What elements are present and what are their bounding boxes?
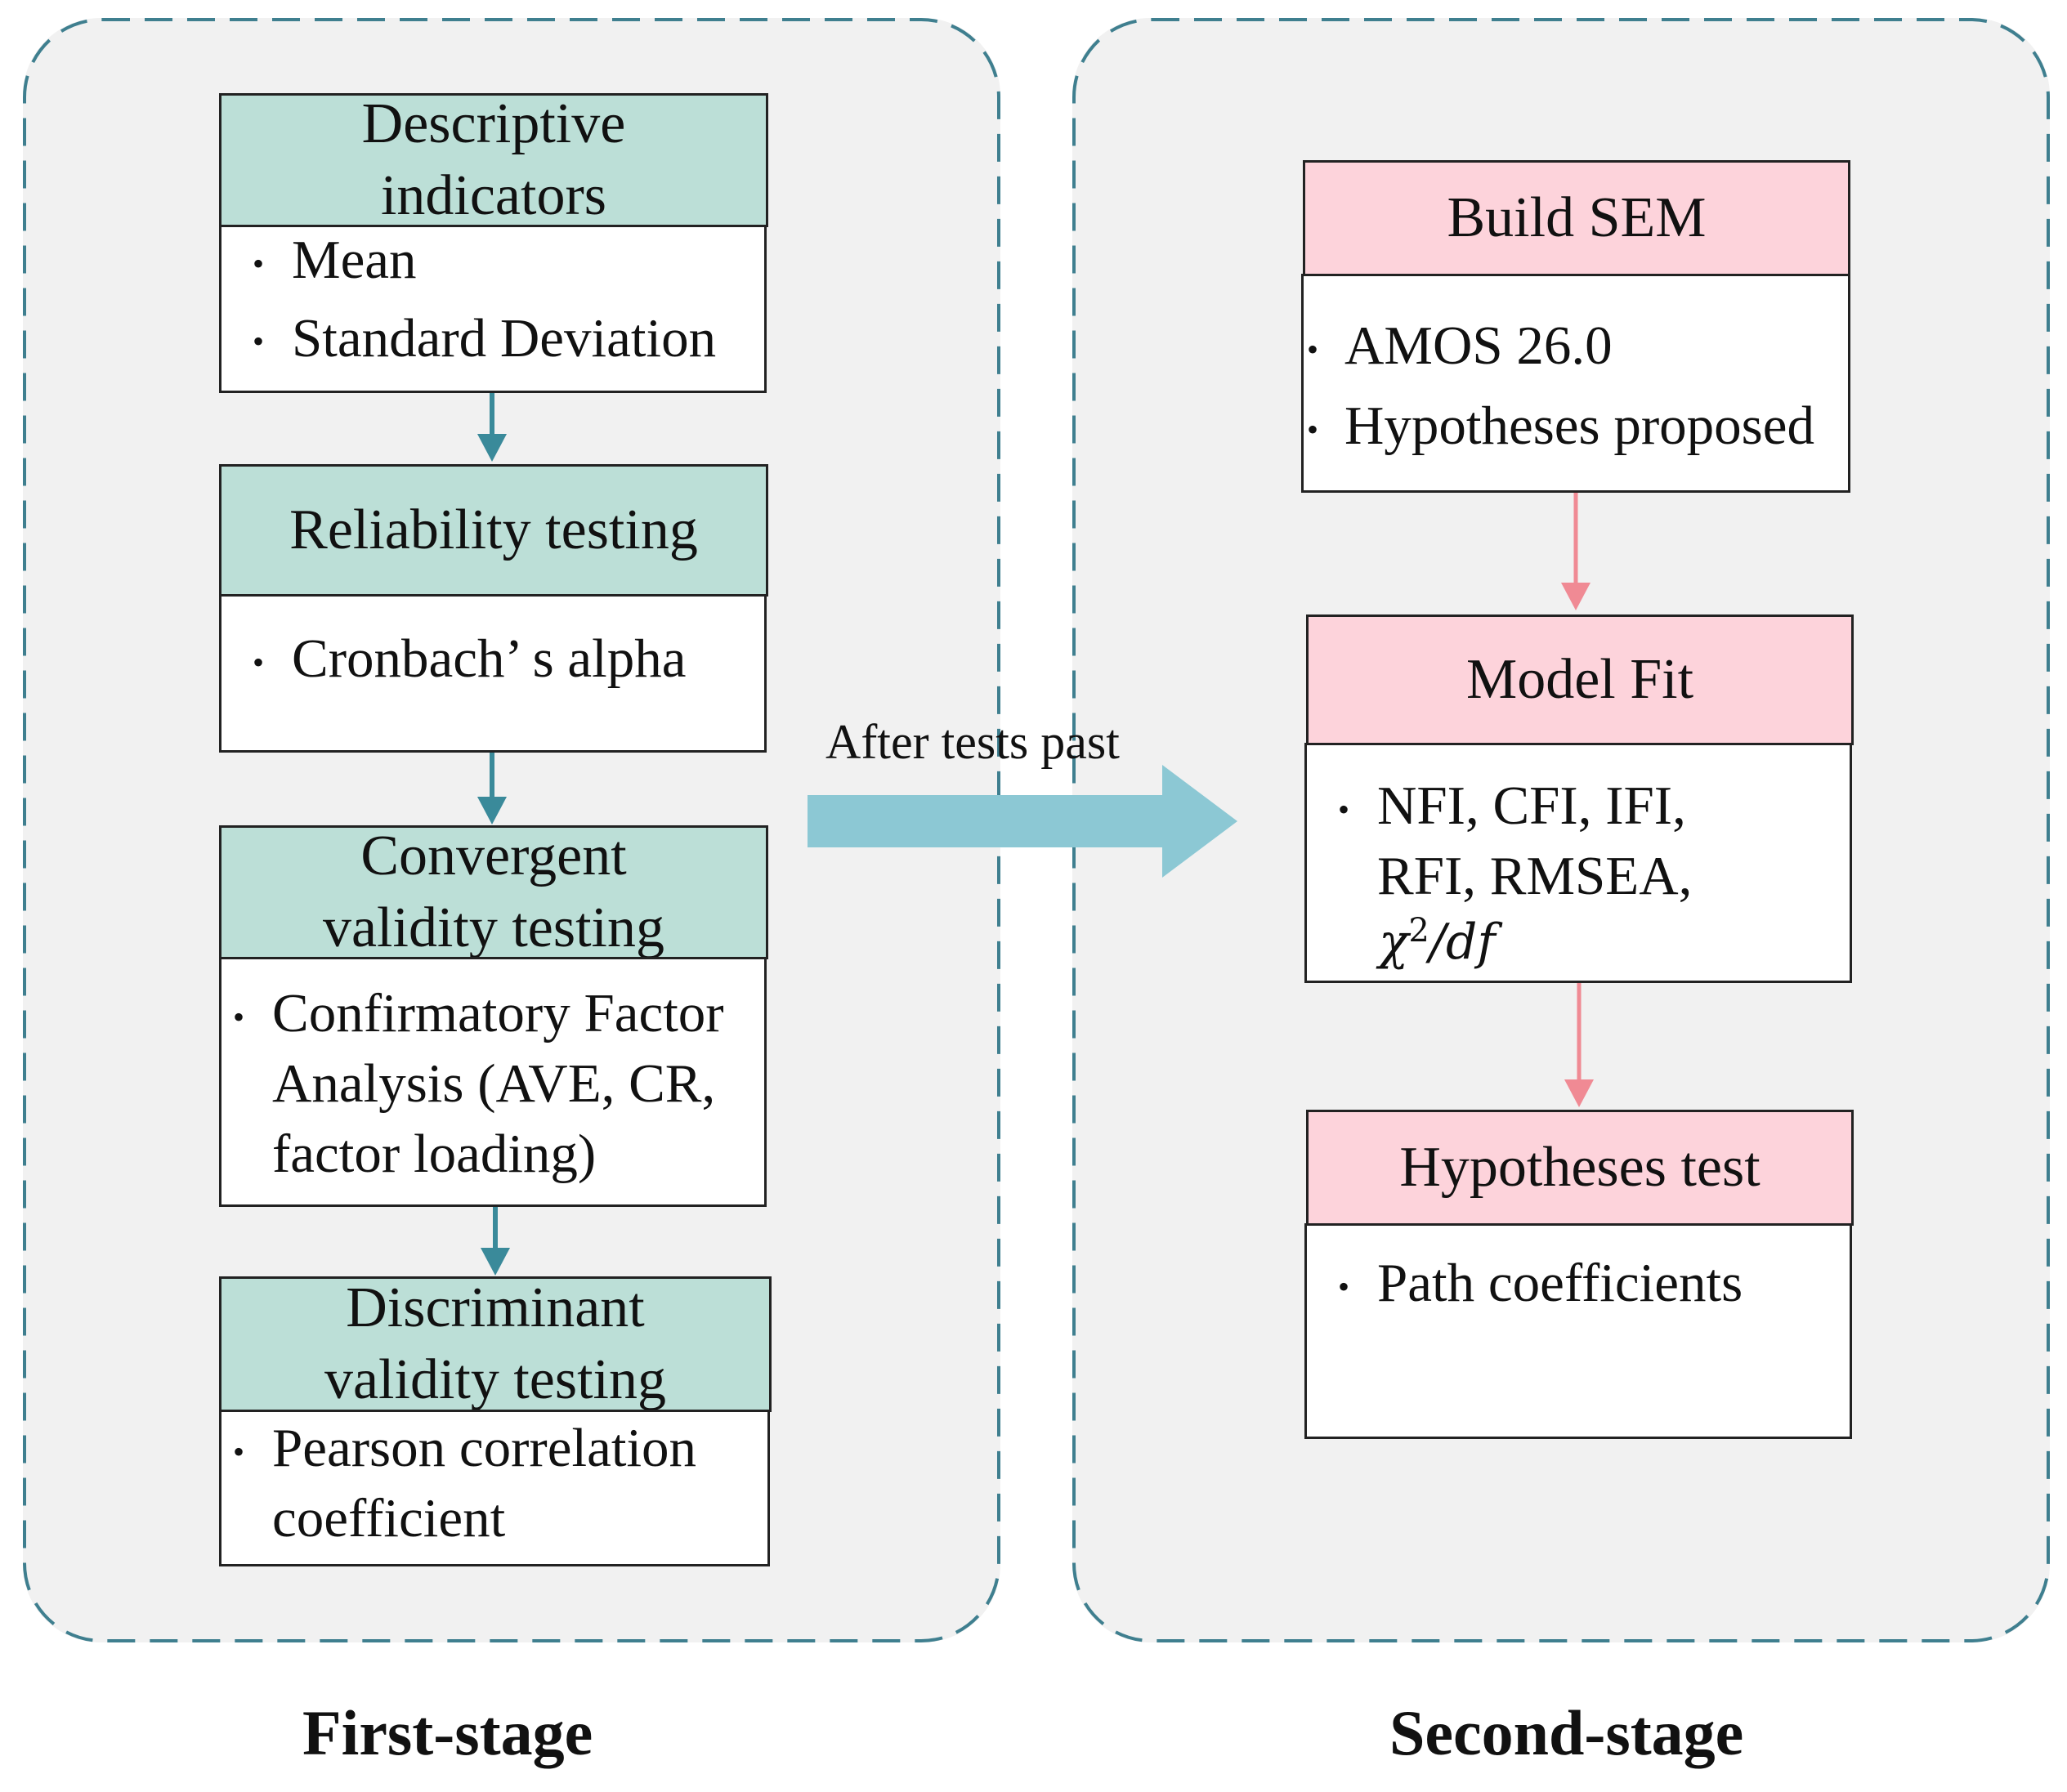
model-fit-body: • NFI, CFI, IFI, RFI, RMSEA, χ2/df <box>1304 743 1852 983</box>
bullet-icon: • <box>253 644 265 681</box>
down-arrow-4 <box>1561 493 1591 610</box>
header-line: Discriminant <box>346 1276 645 1339</box>
second-stage-label: Second-stage <box>1389 1697 1744 1768</box>
header-line: validity testing <box>322 896 665 959</box>
descriptive-indicators-body: • Mean • Standard Deviation <box>219 225 767 393</box>
transition-label: After tests past <box>825 715 1120 769</box>
discriminant-validity-body: • Pearson correlation coefficient <box>219 1410 770 1566</box>
header-line: Convergent <box>360 824 627 887</box>
bullet-icon: • <box>1338 1268 1350 1305</box>
list-item: AMOS 26.0 <box>1344 315 1613 376</box>
formula-superscript: 2 <box>1408 912 1429 950</box>
list-item: factor loading) <box>272 1124 597 1184</box>
list-item: Mean <box>292 230 417 290</box>
descriptive-indicators-header: Descriptive indicators <box>219 92 768 227</box>
bullet-icon: • <box>1307 331 1319 368</box>
formula-symbol: χ <box>1379 914 1409 971</box>
list-item: Confirmatory Factor <box>272 983 724 1043</box>
list-item: Cronbach’ s alpha <box>292 628 687 689</box>
list-item: Path coefficients <box>1377 1253 1743 1313</box>
bullet-icon: • <box>1338 791 1350 828</box>
convergent-validity-header: Convergent validity testing <box>219 824 768 959</box>
down-arrow-1 <box>477 393 507 462</box>
formula-rest: /df <box>1429 914 1496 971</box>
header-line: validity testing <box>324 1348 667 1411</box>
list-item: Standard Deviation <box>292 308 717 369</box>
hypotheses-test-body: • Path coefficients <box>1304 1223 1852 1439</box>
bullet-icon: • <box>253 245 265 282</box>
build-sem-header: Build SEM <box>1303 160 1850 276</box>
transition-arrow <box>808 765 1237 878</box>
bullet-icon: • <box>1307 411 1319 448</box>
down-arrow-3 <box>481 1207 510 1276</box>
bullet-icon: • <box>233 999 245 1035</box>
model-fit-header: Model Fit <box>1306 614 1854 745</box>
down-arrow-2 <box>477 753 507 824</box>
hypotheses-test-header: Hypotheses test <box>1306 1110 1854 1226</box>
list-item: Hypotheses proposed <box>1344 395 1814 456</box>
list-item: coefficient <box>272 1488 506 1548</box>
list-item: Pearson correlation <box>272 1418 697 1478</box>
list-item: RFI, RMSEA, <box>1377 846 1693 906</box>
discriminant-validity-header: Discriminant validity testing <box>219 1276 772 1412</box>
header-line: Model Fit <box>1465 648 1694 711</box>
bullet-icon: • <box>253 323 265 360</box>
header-line: indicators <box>380 164 607 227</box>
down-arrow-5 <box>1564 983 1594 1107</box>
header-line: Hypotheses test <box>1399 1136 1761 1199</box>
build-sem-body: • AMOS 26.0 • Hypotheses proposed <box>1301 274 1850 493</box>
reliability-testing-header: Reliability testing <box>219 464 768 597</box>
first-stage-label: First-stage <box>302 1697 593 1768</box>
list-item: NFI, CFI, IFI, <box>1377 775 1686 836</box>
reliability-testing-body: • Cronbach’ s alpha <box>219 594 767 753</box>
bullet-icon: • <box>233 1433 245 1470</box>
second-stage-panel-border <box>1072 18 2050 1642</box>
header-line: Descriptive <box>361 92 626 155</box>
chi-square-df-formula: χ2/df <box>1379 907 1496 977</box>
header-line: Build SEM <box>1447 186 1707 249</box>
convergent-validity-body: • Confirmatory Factor Analysis (AVE, CR,… <box>219 957 767 1207</box>
list-item: Analysis (AVE, CR, <box>272 1053 716 1114</box>
header-line: Reliability testing <box>289 498 698 561</box>
